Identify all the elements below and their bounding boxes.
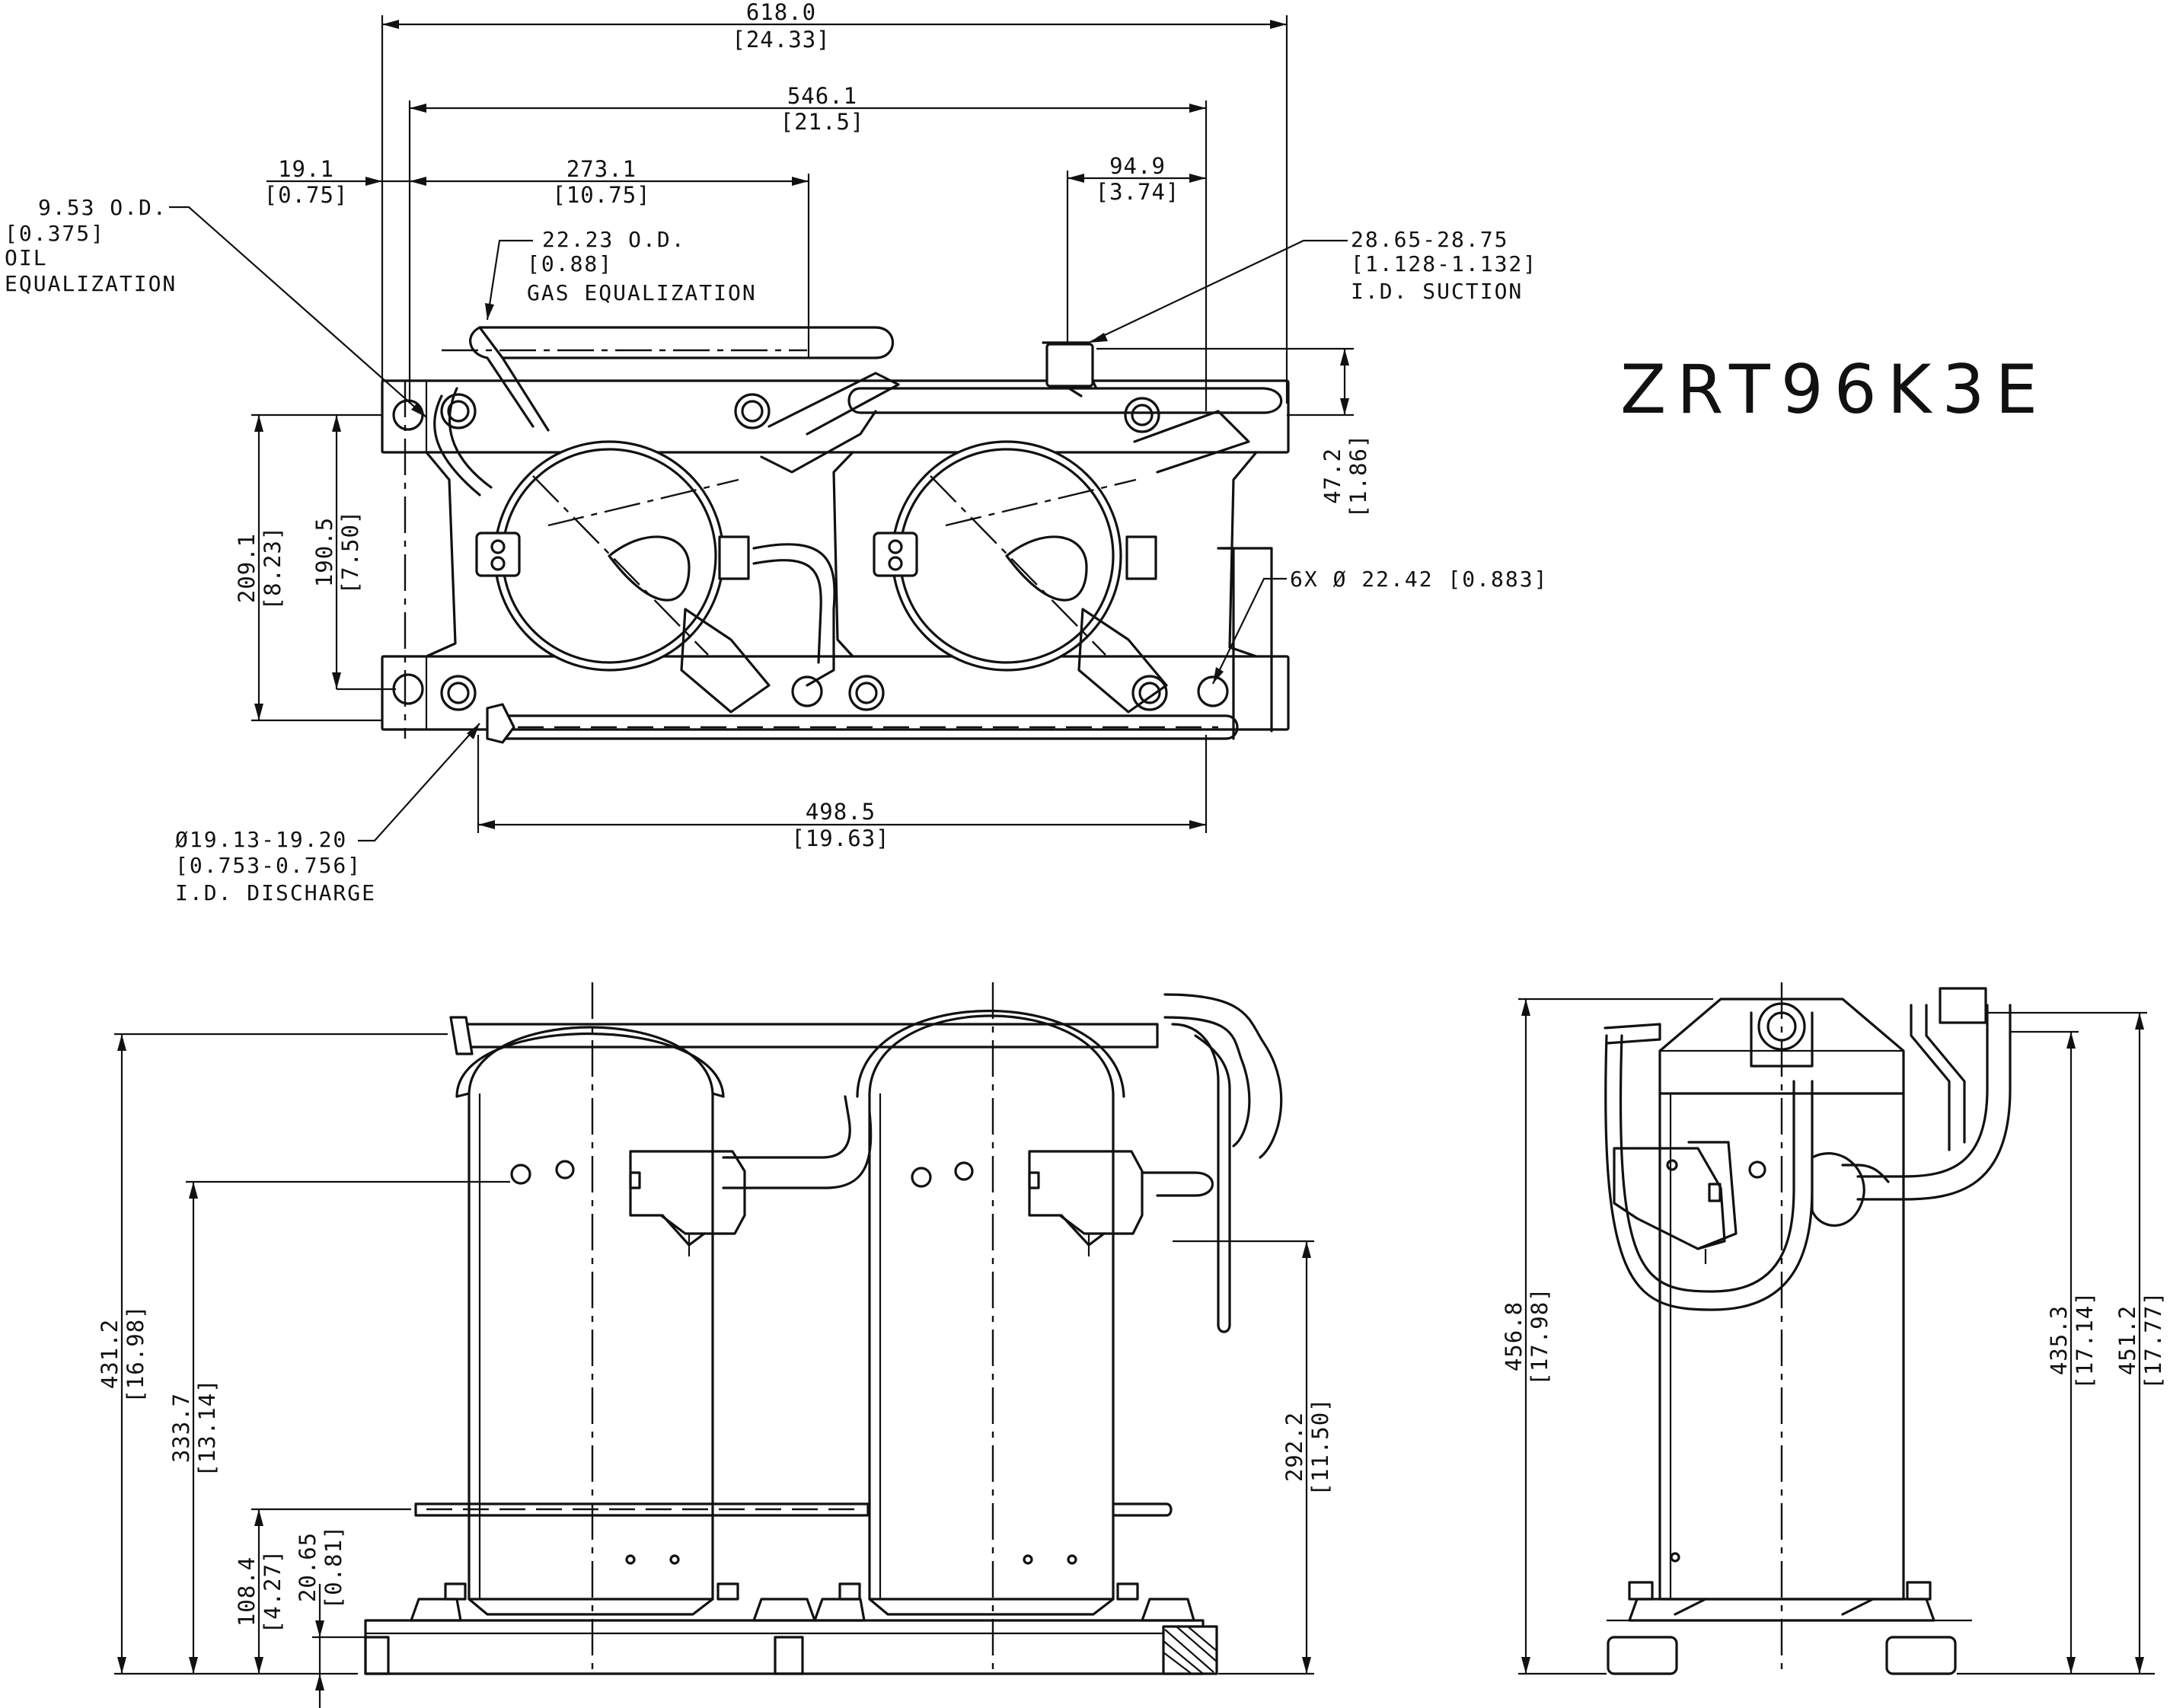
dim-height-total: 456.8	[1501, 1301, 1527, 1371]
top-view-callouts: 9.53 O.D. [0.375] OIL EQUALIZATION 22.23…	[5, 195, 1548, 905]
dim-height-suction: 435.3	[2046, 1305, 2072, 1375]
dim-depth-overall-in: [8.23]	[260, 526, 286, 611]
gas-eq-size-in: [0.88]	[527, 251, 613, 276]
side-view-dimensions: 456.8 [17.98] 435.3 [17.14] 451.2 [17.77…	[1501, 998, 2166, 1675]
suction-label: I.D. SUCTION	[1351, 279, 1523, 304]
dim-suction-offset: 94.9	[1109, 153, 1166, 179]
dim-height-overall: 431.2	[97, 1319, 123, 1389]
front-view: 431.2 [16.98] 333.7 [13.14] 108.4 [4.27]…	[97, 982, 1333, 1708]
dim-mount-span: 546.1	[787, 83, 857, 109]
left-compressor-top	[475, 440, 771, 714]
right-compressor-front	[856, 1009, 1144, 1616]
left-compressor-front	[455, 1026, 746, 1616]
dim-height-discharge: 292.2	[1281, 1412, 1307, 1482]
front-base	[364, 1582, 1218, 1675]
dim-overall-width: 618.0	[746, 0, 816, 25]
model-label: ZRT96K3E	[1620, 350, 2048, 429]
top-pipes	[433, 326, 1283, 744]
dim-mount-span-in: [21.5]	[780, 109, 865, 135]
dim-gas-offset: 273.1	[566, 156, 637, 182]
right-compressor-top	[873, 440, 1168, 714]
oil-eq-size: 9.53 O.D.	[38, 195, 168, 220]
dim-overall-width-in: [24.33]	[732, 27, 830, 53]
dim-oil-offset-in: [0.75]	[264, 182, 349, 208]
dim-height-sightglass-in: [13.14]	[194, 1378, 220, 1477]
dim-suction-height: 47.2	[1320, 448, 1345, 504]
dim-discharge-span: 498.5	[806, 799, 876, 825]
dim-height-total-in: [17.98]	[1527, 1287, 1553, 1385]
dim-oil-offset: 19.1	[278, 156, 334, 182]
dim-height-top-in: [17.77]	[2140, 1291, 2166, 1389]
oil-eq-label: OIL	[5, 245, 48, 270]
mount-holes-spec: 6X Ø 22.42 [0.883]	[1290, 567, 1548, 592]
front-pipes	[414, 982, 1283, 1675]
top-view-dimensions: 618.0 [24.33] 546.1 [21.5] 19.1 [0.75] 2…	[234, 0, 1371, 851]
gas-eq-size: 22.23 O.D.	[542, 227, 686, 252]
suction-size: 28.65-28.75	[1351, 227, 1508, 252]
discharge-size-in: [0.753-0.756]	[175, 853, 362, 878]
dim-height-base-in: [0.81]	[321, 1525, 346, 1610]
dim-depth-mount: 190.5	[311, 517, 337, 587]
discharge-size: Ø19.13-19.20	[175, 827, 347, 852]
dim-height-oil-line: 108.4	[234, 1556, 260, 1627]
suction-size-in: [1.128-1.132]	[1351, 251, 1537, 276]
dim-height-base: 20.65	[295, 1532, 321, 1602]
oil-eq-label2: EQUALIZATION	[5, 271, 177, 296]
dim-height-discharge-in: [11.50]	[1307, 1397, 1333, 1496]
top-view: 618.0 [24.33] 546.1 [21.5] 19.1 [0.75] 2…	[5, 0, 1548, 905]
dim-height-sightglass: 333.7	[168, 1393, 194, 1463]
dim-height-oil-line-in: [4.27]	[260, 1550, 286, 1634]
front-view-dimensions: 431.2 [16.98] 333.7 [13.14] 108.4 [4.27]…	[97, 1033, 1333, 1708]
dim-discharge-span-in: [19.63]	[791, 825, 889, 851]
dim-height-top: 451.2	[2114, 1305, 2140, 1375]
dim-gas-offset-in: [10.75]	[552, 182, 650, 208]
dim-height-overall-in: [16.98]	[123, 1304, 148, 1403]
dim-suction-height-in: [1.86]	[1345, 434, 1371, 519]
discharge-label: I.D. DISCHARGE	[175, 880, 376, 905]
dim-suction-offset-in: [3.74]	[1096, 179, 1180, 205]
oil-eq-size-in: [0.375]	[5, 221, 105, 246]
dim-depth-overall: 209.1	[234, 533, 260, 603]
gas-eq-label: GAS EQUALIZATION	[527, 280, 757, 305]
dim-height-suction-in: [17.14]	[2072, 1291, 2098, 1389]
dim-depth-mount-in: [7.50]	[337, 510, 363, 595]
side-view: 456.8 [17.98] 435.3 [17.14] 451.2 [17.77…	[1501, 982, 2166, 1675]
